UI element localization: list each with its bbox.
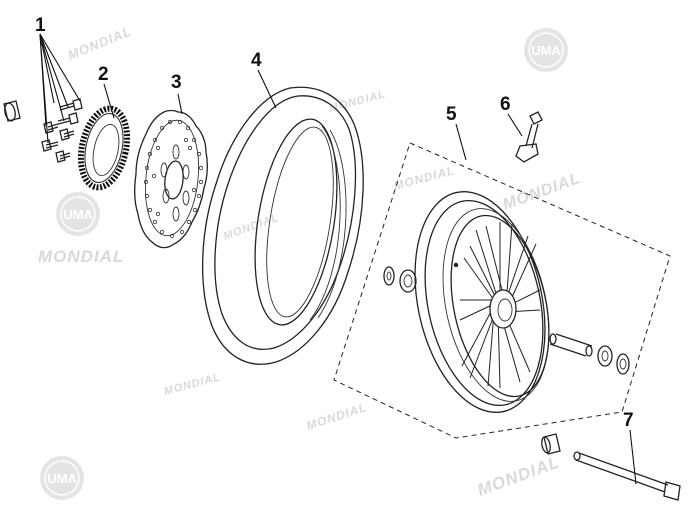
watermark-logo-label: UMA: [47, 471, 77, 486]
part-6-valve: [515, 111, 543, 163]
part-4-tire: [201, 86, 364, 365]
watermark-logo-left: UMA: [56, 192, 100, 236]
part-3-brake-disc: [134, 109, 208, 249]
callout-4: 4: [251, 50, 262, 71]
axle-sleeve: [549, 333, 593, 357]
axle-spacer: [541, 433, 561, 455]
watermark-text: MONDIAL: [163, 371, 222, 398]
bolt: [57, 112, 79, 125]
wheel-rim: [414, 191, 550, 413]
part-1-bolts: [3, 98, 83, 163]
assembly-outline: [333, 142, 671, 439]
watermark-logo-bottom-left: UMA: [40, 456, 84, 500]
watermark-logo-label: UMA: [63, 207, 93, 222]
bearing-left: [383, 266, 417, 293]
bolt: [55, 150, 71, 163]
watermark-logo-label: UMA: [531, 43, 561, 58]
bolt: [59, 128, 75, 141]
part-2-sprocket: [77, 105, 131, 191]
bearing-right: [597, 345, 630, 375]
bolt: [43, 121, 59, 134]
bolt: [59, 98, 83, 111]
spacer-bushing: [3, 100, 21, 122]
part-5-wheel-assembly: [333, 142, 671, 439]
watermark-text: MONDIAL: [222, 212, 281, 243]
watermark-text: MONDIAL: [66, 24, 134, 63]
callout-1: 1: [35, 15, 46, 36]
callout-3: 3: [171, 72, 182, 93]
watermark-text: MONDIAL: [38, 247, 124, 266]
watermark-text: MONDIAL: [305, 400, 369, 433]
watermark-logo-top-right: UMA: [524, 28, 568, 72]
callout-7: 7: [623, 410, 634, 431]
callout-2: 2: [98, 64, 109, 85]
part-7-axle: [541, 433, 681, 501]
axle-bolt: [573, 451, 681, 501]
bolt: [41, 139, 59, 152]
watermark-text: MONDIAL: [475, 452, 563, 499]
callout-5: 5: [446, 104, 457, 125]
watermark-text: MONDIAL: [501, 170, 584, 214]
watermark-text: MONDIAL: [328, 88, 387, 115]
callout-6: 6: [500, 94, 511, 115]
leader-lines: [39, 33, 637, 485]
callout-labels: 1 2 3 4 5 6 7: [35, 15, 634, 431]
